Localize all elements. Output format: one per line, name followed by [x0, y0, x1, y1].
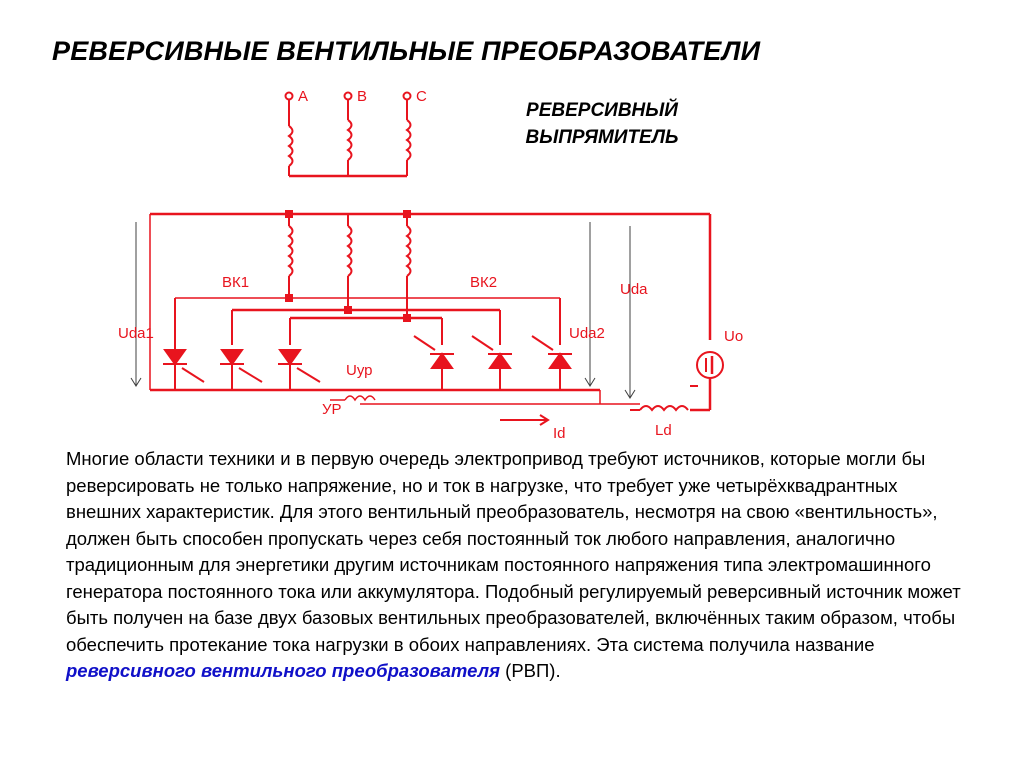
wires — [149, 91, 724, 426]
voltage-arrows — [130, 222, 636, 399]
secondary-coil-b — [346, 225, 353, 277]
diagram-subtitle: РЕВЕРСИВНЫЙ ВЫПРЯМИТЕЛЬ — [502, 97, 702, 151]
subtitle-line-2: ВЫПРЯМИТЕЛЬ — [525, 127, 679, 148]
label-phase-a: А — [298, 88, 308, 105]
smoothing-inductor — [639, 405, 689, 412]
body-tail-text: (РВП). — [500, 660, 561, 681]
primary-coil-c — [405, 119, 412, 161]
counter-emf-source — [696, 351, 724, 379]
terminal-c — [402, 91, 412, 101]
highlighted-term: реверсивного вентильного преобразователя — [66, 660, 501, 681]
terminal-a — [284, 91, 294, 101]
body-paragraph: Многие области техники и в первую очеред… — [66, 446, 966, 685]
thyristor-bk2-2 — [471, 335, 512, 390]
junction-dots — [285, 210, 411, 322]
terminal-b — [343, 91, 353, 101]
thyristor-bk1-2 — [220, 349, 263, 390]
equalizing-reactor — [344, 395, 376, 402]
thyristor-bk1-1 — [163, 349, 205, 390]
label-ld: Ld — [655, 422, 672, 439]
thyristor-bk2-3 — [531, 335, 572, 390]
primary-coil-a — [287, 125, 294, 167]
secondary-coil-a — [287, 225, 294, 277]
thyristor-bk2-1 — [413, 335, 454, 390]
label-bk2: ВК2 — [470, 274, 497, 291]
subtitle-line-1: РЕВЕРСИВНЫЙ — [526, 100, 678, 121]
secondary-coil-c — [405, 225, 412, 277]
body-main-text: Многие области техники и в первую очеред… — [66, 448, 961, 655]
label-id: Id — [553, 425, 566, 440]
primary-coil-b — [346, 119, 353, 161]
page-title: РЕВЕРСИВНЫЕ ВЕНТИЛЬНЫЕ ПРЕОБРАЗОВАТЕЛИ — [52, 36, 761, 66]
label-uda1: Uda1 — [118, 325, 154, 342]
label-uda: Uda — [620, 281, 648, 298]
label-uda2: Uda2 — [569, 325, 605, 342]
label-uo: Uo — [724, 328, 743, 345]
label-yr: УР — [322, 401, 342, 418]
label-bk1: ВК1 — [222, 274, 249, 291]
label-phase-c: С — [416, 88, 427, 105]
label-phase-b: В — [357, 88, 367, 105]
reversible-rectifier-diagram: А В С ВК1 ВК2 Uda1 Uda2 Uda Uo Uур УР Id… — [118, 88, 743, 440]
label-uyr: Uур — [346, 362, 373, 379]
thyristor-bk1-3 — [278, 349, 321, 390]
